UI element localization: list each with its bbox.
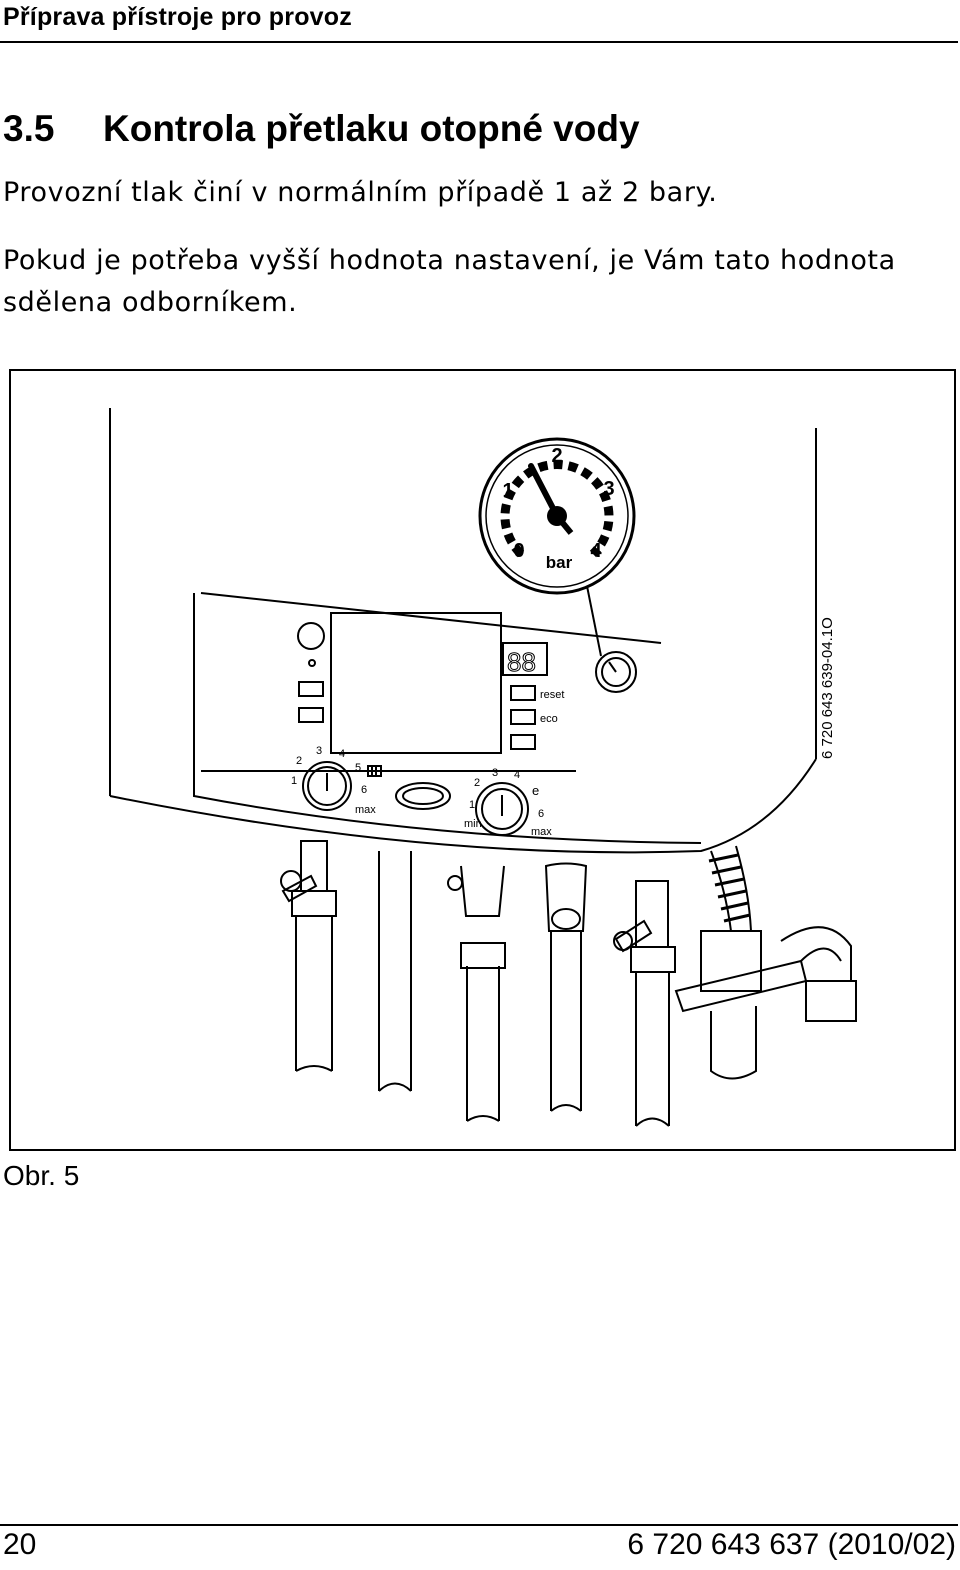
knob-left-tick-1: 1	[291, 775, 297, 787]
figure-boiler-illustration: 0 1 2 3 4 bar 88 reset eco 1 2 3 4 5 6 m…	[9, 369, 956, 1151]
gauge-tick-4: 4	[590, 540, 602, 562]
paragraph-setting: Pokud je potřeba vyšší hodnota nastavení…	[3, 245, 896, 318]
gauge-unit: bar	[546, 553, 573, 572]
knob-right-tick-1: 1	[469, 799, 475, 811]
gauge-tick-1: 1	[502, 480, 513, 502]
running-header: Příprava přístroje pro provoz	[3, 3, 352, 31]
knob-left-tick-2: 2	[296, 755, 302, 767]
document-number: 6 720 643 637 (2010/02)	[627, 1528, 956, 1561]
footer-divider	[0, 1524, 958, 1526]
section-title: Kontrola přetlaku otopné vody	[103, 108, 640, 149]
panel-display: 88	[507, 647, 536, 677]
figure-code: 6 720 643 639-04.1O	[819, 617, 836, 759]
header-divider	[0, 41, 958, 43]
section-number: 3.5	[3, 108, 55, 149]
figure-caption: Obr. 5	[3, 1160, 80, 1191]
knob-left-tick-3: 3	[316, 745, 322, 757]
knob-left-tick-4: 4	[339, 748, 345, 760]
page-number: 20	[3, 1528, 37, 1561]
gauge-tick-0: 0	[513, 540, 524, 562]
knob-right-tick-max: max	[531, 826, 552, 838]
eco-label: eco	[540, 713, 558, 725]
pressure-gauge-icon	[478, 437, 636, 595]
knob-right-tick-min: min	[464, 818, 482, 830]
reset-label: reset	[540, 689, 564, 701]
paragraph-pressure: Provozní tlak činí v normálním případě 1…	[3, 177, 718, 208]
knob-left-tick-5: 5	[355, 762, 361, 774]
knob-left-tick-max: max	[355, 804, 376, 816]
gauge-tick-3: 3	[603, 478, 614, 500]
knob-right-tick-2: 2	[474, 777, 480, 789]
knob-right-tick-6: 6	[538, 808, 544, 820]
knob-left-tick-6: 6	[361, 784, 367, 796]
knob-right-tick-3: 3	[492, 767, 498, 779]
knob-right-tick-4: 4	[514, 769, 520, 781]
knob-right-tick-e: e	[532, 783, 539, 798]
boiler-drawing: 0 1 2 3 4 bar 88 reset eco 1 2 3 4 5 6 m…	[109, 408, 857, 1127]
gauge-tick-2: 2	[551, 445, 562, 467]
